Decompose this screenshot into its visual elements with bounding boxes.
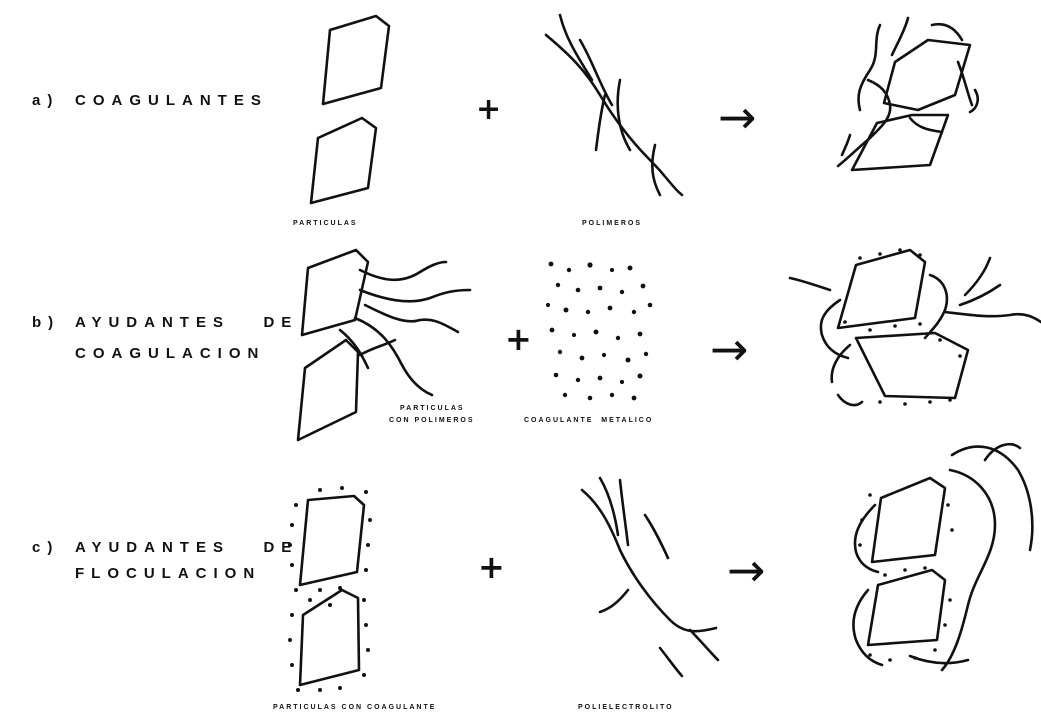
row-a-result-drawing bbox=[838, 18, 978, 170]
row-a-polymers-drawing bbox=[546, 15, 682, 195]
row-b-result-dots bbox=[843, 248, 962, 406]
row-c-result-drawing bbox=[853, 444, 1032, 670]
row-c-particles-coagulant-drawing bbox=[300, 496, 364, 685]
row-c-coating-dots bbox=[288, 486, 954, 692]
row-b-result-drawing bbox=[790, 250, 1041, 405]
row-c-polyelectrolyte-drawing bbox=[582, 478, 718, 676]
row-b-particles-with-polymers-drawing bbox=[298, 250, 470, 440]
row-a-particles-drawing bbox=[311, 16, 389, 203]
row-b-coagulant-dots bbox=[546, 262, 652, 401]
